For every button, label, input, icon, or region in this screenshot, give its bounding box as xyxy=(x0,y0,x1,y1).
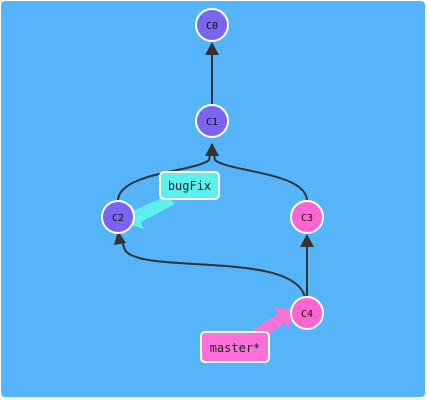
commit-c3-circle[interactable] xyxy=(290,200,324,234)
commits: C0 C1 C2 C3 C4 xyxy=(101,8,324,330)
commit-c3[interactable]: C3 xyxy=(290,200,324,234)
commit-c4-label: C4 xyxy=(301,309,313,320)
commit-c1-label: C1 xyxy=(206,117,218,128)
commit-c1-circle[interactable] xyxy=(195,104,229,138)
commit-c2-label: C2 xyxy=(112,213,124,224)
edge-c4-c2-arrowhead xyxy=(114,231,126,245)
commit-c2[interactable]: C2 xyxy=(101,200,135,234)
commit-c0[interactable]: C0 xyxy=(195,8,229,42)
bugfix-branch-arrow xyxy=(123,195,175,229)
edges xyxy=(114,42,314,299)
commit-c2-circle[interactable] xyxy=(101,200,135,234)
bugfix-branch-label[interactable]: bugFix xyxy=(168,179,211,193)
commit-c0-label: C0 xyxy=(206,21,218,32)
edge-c1-c0-arrowhead xyxy=(205,42,219,55)
master-branch-arrow xyxy=(253,307,294,339)
bugfix-branch-box[interactable] xyxy=(159,171,220,200)
branch-labels: bugFix master* xyxy=(159,171,270,363)
master-branch-box[interactable] xyxy=(200,331,270,363)
commit-c4[interactable]: C4 xyxy=(290,296,324,330)
commit-c4-circle[interactable] xyxy=(290,296,324,330)
edge-c1-arrowhead xyxy=(205,143,219,156)
edge-c4-c3-arrowhead xyxy=(300,234,314,247)
commit-c1[interactable]: C1 xyxy=(195,104,229,138)
edge-c3-c1 xyxy=(211,143,308,202)
commit-c3-label: C3 xyxy=(301,213,313,224)
edge-c4-c2 xyxy=(118,232,306,299)
commit-c0-circle[interactable] xyxy=(195,8,229,42)
branch-arrows xyxy=(123,195,294,339)
master-branch-label[interactable]: master* xyxy=(210,341,261,355)
